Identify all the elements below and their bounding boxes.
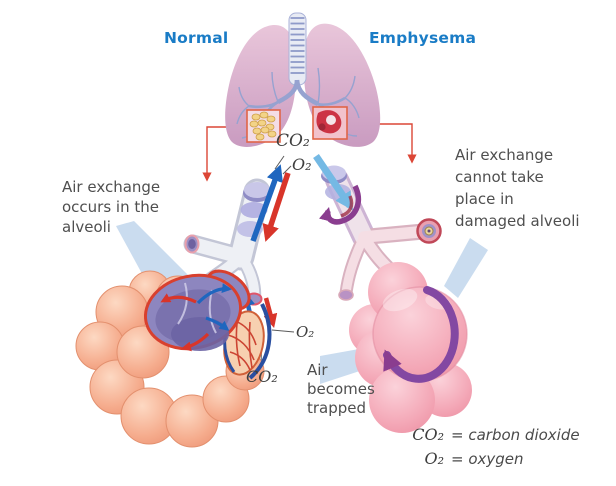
legend-o2-definition: = oxygen [451, 450, 524, 468]
cutaway-blue-arrow2-icon [205, 316, 230, 331]
emphysema-inset-square [312, 106, 348, 140]
emphysema-title: Emphysema [369, 29, 477, 47]
legend-row-o2: O₂ = oxygen [398, 449, 580, 473]
co2-out-arrow-icon [250, 164, 283, 242]
right-caption: Air exchange cannot take place in damage… [455, 146, 580, 230]
blocked-air-arrow-icon [319, 184, 361, 225]
legend-row-co2: CO₂ = carbon dioxide [398, 425, 580, 449]
alveoli-cutaway [143, 269, 251, 352]
cutaway-red-arrow2-icon [181, 332, 210, 352]
cutaway-blue-arrow-icon [196, 283, 232, 305]
right-top-beam [444, 238, 488, 298]
o2-leader-line [271, 329, 295, 333]
bronchiole-cross-section [416, 218, 442, 244]
legend: CO₂ = carbon dioxide O₂ = oxygen [398, 425, 580, 473]
o2-in-arrow-icon [262, 172, 291, 242]
co2-upper-label: CO₂ [276, 131, 310, 151]
lungs-illustration [225, 12, 381, 147]
o2-lower-label: O₂ [296, 323, 315, 341]
left-caption: Air exchange occurs in the alveoli [62, 178, 161, 236]
trapped-caption: Air becomes trapped [307, 361, 375, 417]
upper-gas-leaders [274, 155, 292, 175]
normal-inset-square [246, 109, 281, 143]
legend-o2-symbol: O₂ [424, 449, 444, 468]
legend-co2-symbol: CO₂ [412, 425, 444, 444]
trapped-air-circle-arrow-icon [383, 286, 459, 383]
cutaway-red-arrow-icon [160, 293, 197, 304]
air-in-arrow-icon [313, 154, 354, 211]
co2-lower-label: CO₂ [246, 367, 278, 386]
o2-down-arrow-icon [263, 297, 278, 329]
alveoli-cluster [75, 269, 272, 448]
damaged-alveolus [349, 262, 472, 433]
trachea-rings [290, 17, 305, 74]
normal-title: Normal [164, 29, 229, 47]
o2-upper-label: O₂ [292, 155, 312, 174]
legend-co2-definition: = carbon dioxide [451, 426, 580, 444]
